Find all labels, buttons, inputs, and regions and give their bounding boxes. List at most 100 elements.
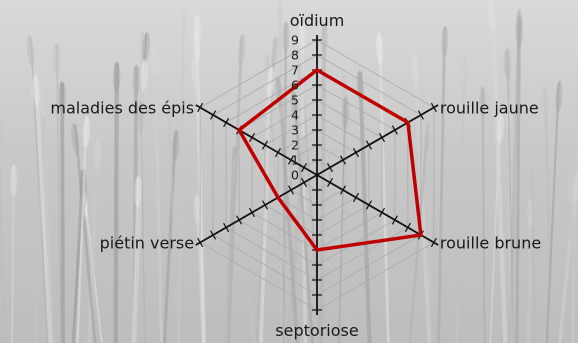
wheat-ear [271, 35, 279, 68]
tick-label: 6 [291, 78, 299, 93]
wheat-ear [555, 80, 563, 113]
wheat-stalk [545, 82, 560, 343]
wheat-stalk [41, 86, 54, 343]
wheat-stalk [177, 12, 185, 343]
wheat-stalk [489, 0, 508, 343]
wheat-ear [528, 170, 536, 203]
data-point [315, 248, 319, 252]
tick-label: 0 [291, 168, 299, 183]
axis-tick [391, 215, 398, 225]
radial-axis [195, 174, 318, 246]
wheat-ear [71, 122, 80, 155]
wheat-stalk [378, 34, 390, 343]
wheat-ear [26, 35, 35, 68]
data-point [406, 120, 410, 125]
axis-tick [404, 222, 411, 233]
wheat-stalk [153, 46, 163, 343]
wheat-ear [376, 32, 384, 65]
tick-label: 9 [291, 33, 299, 48]
wheat-ear [276, 0, 284, 31]
radial-axis [316, 174, 439, 246]
wheat-ear [515, 15, 524, 47]
wheat-ear [32, 73, 40, 106]
wheat-stalk [11, 166, 15, 343]
axis-tick [352, 147, 360, 158]
wheat-ear [575, 28, 578, 61]
wheat-ear [134, 175, 142, 208]
wheat-stalk [543, 87, 554, 343]
axis-tick [223, 222, 230, 233]
wheat-stalk [60, 82, 65, 343]
wheat-ear [300, 133, 309, 166]
axis-tick [378, 132, 386, 143]
wheat-stalk [515, 16, 522, 343]
axis-tick [261, 140, 269, 150]
wheat-ear [479, 85, 487, 118]
wheat-ear [0, 115, 2, 148]
tick-label: 3 [291, 123, 299, 138]
wheat-ear [341, 96, 349, 129]
axis-tick [210, 230, 217, 240]
axis-tick [248, 132, 256, 143]
wheat-ear [172, 129, 180, 162]
wheat-stalk [455, 55, 466, 343]
axis-tick [430, 237, 437, 248]
wheat-stalk [489, 113, 502, 343]
category-label: rouille jaune [440, 99, 539, 118]
wheat-ear [193, 193, 201, 226]
wheat-stalk [76, 117, 88, 343]
wheat-stalk [0, 143, 5, 343]
tick-label: 8 [291, 48, 299, 63]
wheat-stalk [292, 92, 314, 343]
category-label: septoriose [275, 321, 358, 340]
wheat-ear [282, 21, 290, 54]
wheat-ear [39, 84, 47, 117]
data-point [419, 233, 423, 237]
wheat-stalk [167, 104, 180, 343]
axis-tick [339, 155, 347, 165]
axis-tick [236, 215, 243, 225]
wheat-ear [567, 172, 575, 205]
wheat-ear [113, 61, 121, 93]
wheat-stalk [531, 172, 536, 343]
wheat-ear [53, 42, 61, 75]
wheat-ear [94, 137, 102, 170]
wheat-ear [541, 85, 549, 118]
wheat-ear [298, 22, 306, 55]
category-label: maladies des épis [50, 99, 194, 118]
wheat-ear [142, 31, 150, 64]
axis-tick [223, 117, 230, 128]
axis-tick [197, 237, 204, 248]
wheat-ear [164, 102, 172, 135]
data-point [315, 68, 319, 72]
wheat-stalk [132, 61, 146, 343]
axis-tick [300, 177, 308, 188]
axis-tick [365, 140, 373, 150]
tick-label: 5 [291, 93, 299, 108]
radar-axes [195, 35, 439, 315]
radial-axis [195, 104, 318, 176]
axis-tick [326, 177, 334, 188]
wheat-stalk [526, 197, 533, 343]
wheat-ear [151, 44, 159, 77]
wheat-stalk [131, 177, 140, 343]
wheat-ear [180, 10, 188, 43]
wheat-ear [488, 0, 496, 31]
wheat-ear [137, 100, 145, 132]
category-label: rouille brune [440, 234, 541, 253]
wheat-stalk [72, 170, 85, 343]
axis-tick [300, 162, 308, 173]
wheat-ear [193, 29, 201, 62]
axis-tick [326, 162, 334, 173]
wheat-stalk [437, 27, 447, 343]
axis-tick [287, 155, 295, 165]
axis-tick [352, 192, 360, 203]
wheat-ear [496, 112, 505, 144]
wheat-stalk [55, 44, 62, 343]
wheat-stalk [279, 0, 283, 343]
category-label: piétin verse [100, 234, 194, 253]
axis-tick [197, 102, 204, 113]
